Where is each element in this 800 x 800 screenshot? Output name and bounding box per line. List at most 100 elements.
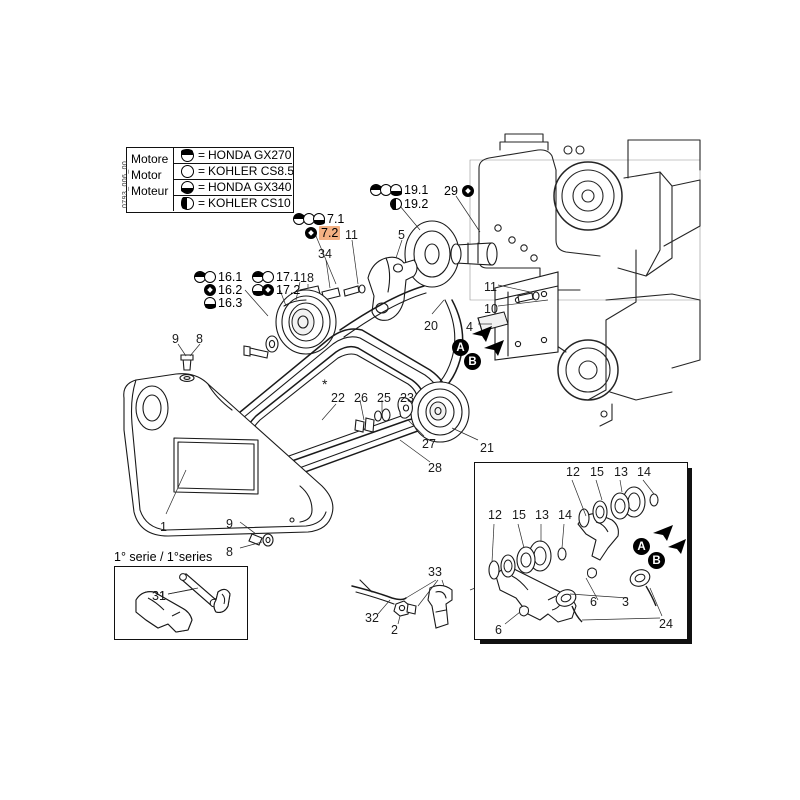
part-number: 7.1 [327, 212, 345, 226]
legend-equals: = [198, 148, 206, 162]
part-number: 17.2 [276, 283, 301, 297]
first-series-title: 1° serie / 1°series [114, 550, 213, 564]
callout-3-overlay: 3 [622, 595, 629, 609]
circle-bottom-half-filled-icon [390, 184, 402, 196]
mounting-plate-group [477, 271, 559, 361]
circle-star-icon [204, 284, 216, 296]
callout-5: 5 [398, 228, 405, 242]
part-group-19-1: 19.1 [370, 183, 428, 197]
part-number: 29 [444, 184, 458, 198]
part-group-16-3: 16.3 [204, 296, 242, 310]
callout-25: 25 [377, 391, 391, 405]
callout-32: 32 [365, 611, 379, 625]
circle-bottom-half-filled-icon [313, 213, 325, 225]
legend-rows: = HONDA GX270 = KOHLER CS8.5 = HONDA GX3… [176, 147, 294, 211]
part-number: 17.1 [276, 270, 301, 284]
callout-6-left-overlay: 6 [495, 623, 502, 637]
callout-15-upper-overlay: 15 [590, 465, 604, 479]
asterisk-mark: * [322, 376, 328, 392]
circle-bottom-half-filled-icon [252, 284, 264, 296]
callout-22: 22 [331, 391, 345, 405]
belt-cover-group [123, 373, 334, 537]
legend-equals: = [198, 180, 206, 194]
circle-star-icon [461, 185, 474, 197]
circle-left-half-filled-icon [176, 196, 198, 210]
callout-13-lower-overlay: 13 [535, 508, 549, 522]
callout-28: 28 [428, 461, 442, 475]
callout-20: 20 [424, 319, 438, 333]
circle-bottom-half-filled-icon [176, 180, 198, 194]
circle-left-half-filled-icon [390, 198, 402, 210]
legend-rule-2 [173, 179, 292, 181]
marker-a-detail-overlay: A [633, 538, 650, 555]
part-number: 16.2 [218, 283, 243, 297]
marker-a-main: A [452, 339, 469, 356]
callout-9-top: 9 [172, 332, 179, 346]
legend-label-motor: Motor [131, 168, 162, 182]
shaft-coupling-group [404, 220, 498, 288]
circle-empty-icon [262, 271, 274, 283]
part-number: 16.3 [218, 296, 243, 310]
legend-rule-1 [173, 163, 292, 165]
fastener-group-top [179, 354, 195, 382]
drive-pulley-group [243, 289, 337, 359]
part-group-17-1: 17.1 [252, 270, 300, 284]
callout-21: 21 [480, 441, 494, 455]
legend-engine-name: KOHLER CS8.5 [208, 164, 295, 178]
part-group-17-2: 17.2 [252, 283, 300, 297]
callout-1: 1 [160, 520, 167, 534]
callout-12-lower-overlay: 12 [488, 508, 502, 522]
part-group-7-2[interactable]: 7.2 [305, 226, 341, 240]
part-number: 19.2 [404, 197, 429, 211]
callout-8-bottom: 8 [226, 545, 233, 559]
legend-label-moteur: Moteur [131, 184, 169, 198]
callout-24-overlay: 24 [659, 617, 673, 631]
circle-top-half-filled-icon [176, 148, 198, 162]
part-number-highlighted: 7.2 [319, 226, 341, 240]
callout-10: 10 [484, 302, 498, 316]
legend-engine-name: HONDA GX270 [208, 148, 292, 162]
marker-b-detail-overlay: B [648, 552, 665, 569]
part-group-19-2: 19.2 [390, 197, 428, 211]
callout-12-upper-overlay: 12 [566, 465, 580, 479]
circle-empty-icon [176, 164, 198, 178]
part-group-7-1: 7.1 [293, 212, 344, 226]
legend-row-honda-gx340: = HONDA GX340 [176, 179, 294, 195]
callout-34: 34 [318, 247, 332, 261]
callout-11-right: 11 [484, 280, 497, 294]
callout-15-lower-overlay: 15 [512, 508, 526, 522]
callout-9-bottom: 9 [226, 517, 233, 531]
callout-11-left: 11 [345, 228, 358, 242]
callout-14-upper-overlay: 14 [637, 465, 651, 479]
callout-23: 23 [400, 391, 414, 405]
callout-31-overlay: 31 [152, 589, 166, 603]
circle-star-icon [305, 227, 317, 239]
callout-26: 26 [354, 391, 368, 405]
callout-8-top: 8 [196, 332, 203, 346]
leader-lines [165, 195, 549, 625]
first-series-box [114, 566, 248, 640]
callout-18: 18 [300, 271, 314, 285]
marker-b-main: B [464, 353, 481, 370]
callout-6-right-overlay: 6 [590, 595, 597, 609]
circle-star-icon [262, 284, 274, 296]
legend-label-motore: Motore [131, 152, 169, 166]
part-group-29: 29 [444, 184, 474, 198]
part-number: 16.1 [218, 270, 243, 284]
legend-equals: = [198, 196, 206, 210]
callout-13-upper-overlay: 13 [614, 465, 628, 479]
circle-empty-icon [204, 271, 216, 283]
legend-equals: = [198, 164, 206, 178]
legend-row-kohler-cs85: = KOHLER CS8.5 [176, 163, 294, 179]
fastener-group-bottom [248, 533, 274, 547]
legend-engine-name: KOHLER CS10 [208, 196, 291, 210]
legend-engine-name: HONDA GX340 [208, 180, 292, 194]
callout-4: 4 [466, 320, 473, 334]
legend-row-kohler-cs10: = KOHLER CS10 [176, 195, 294, 211]
part-group-16-1: 16.1 [194, 270, 242, 284]
idler-pulley-group [354, 381, 470, 443]
part-group-16-2: 16.2 [204, 283, 242, 297]
